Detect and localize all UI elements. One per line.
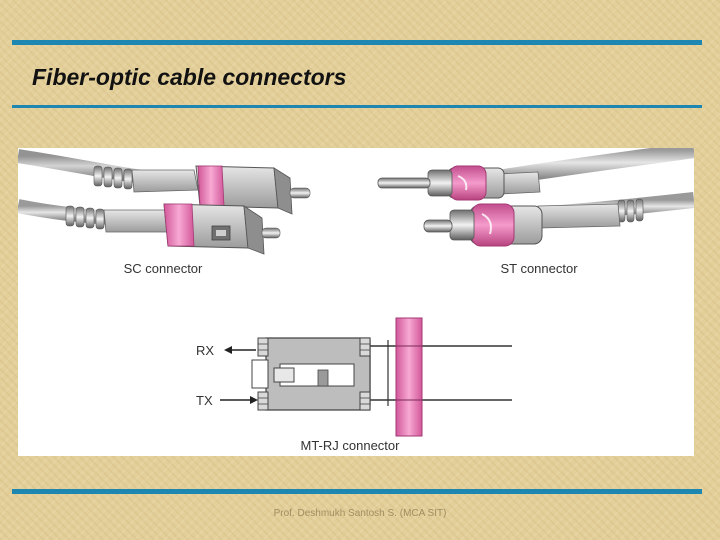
mtrj-connector-diagram bbox=[220, 317, 512, 437]
sc-connector-label: SC connector bbox=[124, 261, 203, 276]
st-connector-illustration bbox=[377, 148, 694, 247]
mtrj-connector-label: MT-RJ connector bbox=[301, 438, 401, 453]
tx-label: TX bbox=[196, 393, 213, 408]
connector-figure: SC connector ST connector RX TX MT-RJ co… bbox=[18, 148, 694, 456]
bottom-rule bbox=[12, 489, 702, 494]
st-connector-label: ST connector bbox=[500, 261, 578, 276]
title-underline bbox=[12, 105, 702, 108]
slide-title: Fiber-optic cable connectors bbox=[32, 64, 347, 90]
slide-footer: Prof. Deshmukh Santosh S. (MCA SIT) bbox=[273, 508, 447, 519]
sc-connector-illustration bbox=[18, 149, 311, 255]
top-rule bbox=[12, 40, 702, 45]
rx-label: RX bbox=[196, 343, 214, 358]
